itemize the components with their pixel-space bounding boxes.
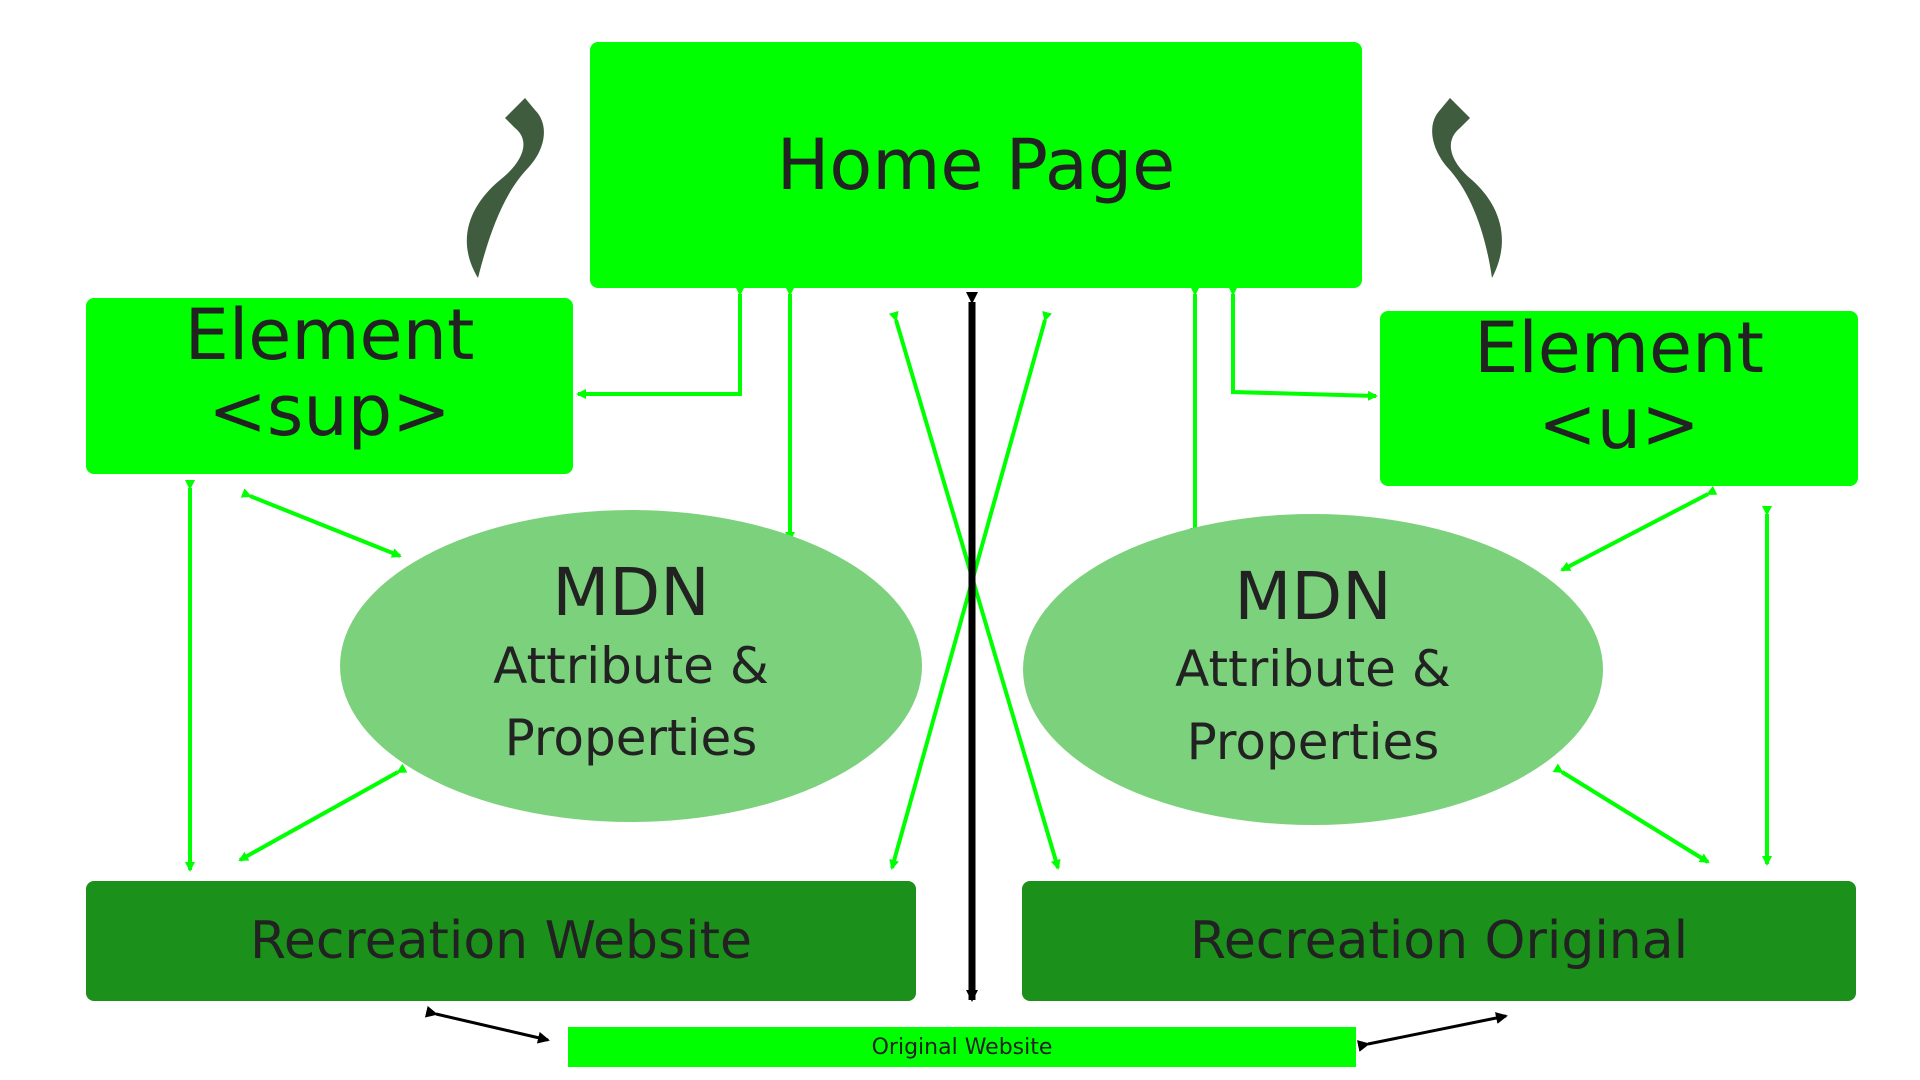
element-u-box: Element <u> [1380, 307, 1858, 486]
original-website-label: Original Website [871, 1034, 1053, 1060]
mdn-left-line1: Attribute & [493, 636, 769, 695]
connector-home-element-sup [576, 286, 745, 399]
recreation-original-box: Recreation Original [1022, 881, 1856, 1001]
mdn-right-line1: Attribute & [1175, 640, 1451, 699]
connector-mdn-left-recreation-website [238, 763, 408, 862]
connector-recreation-website-original-website [424, 1005, 550, 1044]
element-sup-box: Element <sup> [86, 294, 573, 474]
home-page-label: Home Page [776, 124, 1176, 206]
mdn-left-title: MDN [552, 554, 710, 632]
connector-element-sup-mdn-left [240, 488, 402, 558]
mdn-right-title: MDN [1234, 557, 1392, 635]
connector-mdn-right-recreation-original [1552, 763, 1710, 864]
element-u-title: Element [1474, 307, 1764, 389]
recreation-website-box: Recreation Website [86, 881, 916, 1001]
recreation-website-label: Recreation Website [250, 911, 752, 971]
connector-recreation-original-original-website [1357, 1012, 1508, 1052]
element-sup-title: Element [184, 294, 475, 376]
curl-arrow-icon [1432, 98, 1502, 278]
curl-arrow-icon [466, 98, 544, 278]
original-website-box: Original Website [568, 1027, 1356, 1067]
mdn-right-ellipse: MDN Attribute & Properties [1023, 514, 1603, 825]
mdn-right-line2: Properties [1186, 712, 1440, 771]
element-u-tag: <u> [1538, 382, 1700, 465]
connector-home-element-u [1228, 286, 1378, 401]
element-sup-tag: <sup> [208, 369, 451, 452]
mdn-left-ellipse: MDN Attribute & Properties [340, 510, 922, 822]
recreation-original-label: Recreation Original [1189, 911, 1689, 971]
mdn-left-line2: Properties [504, 709, 758, 768]
home-page-box: Home Page [590, 42, 1362, 288]
connector-home-recreation-original [888, 310, 1061, 870]
connector-element-u-mdn-right [1560, 485, 1718, 572]
